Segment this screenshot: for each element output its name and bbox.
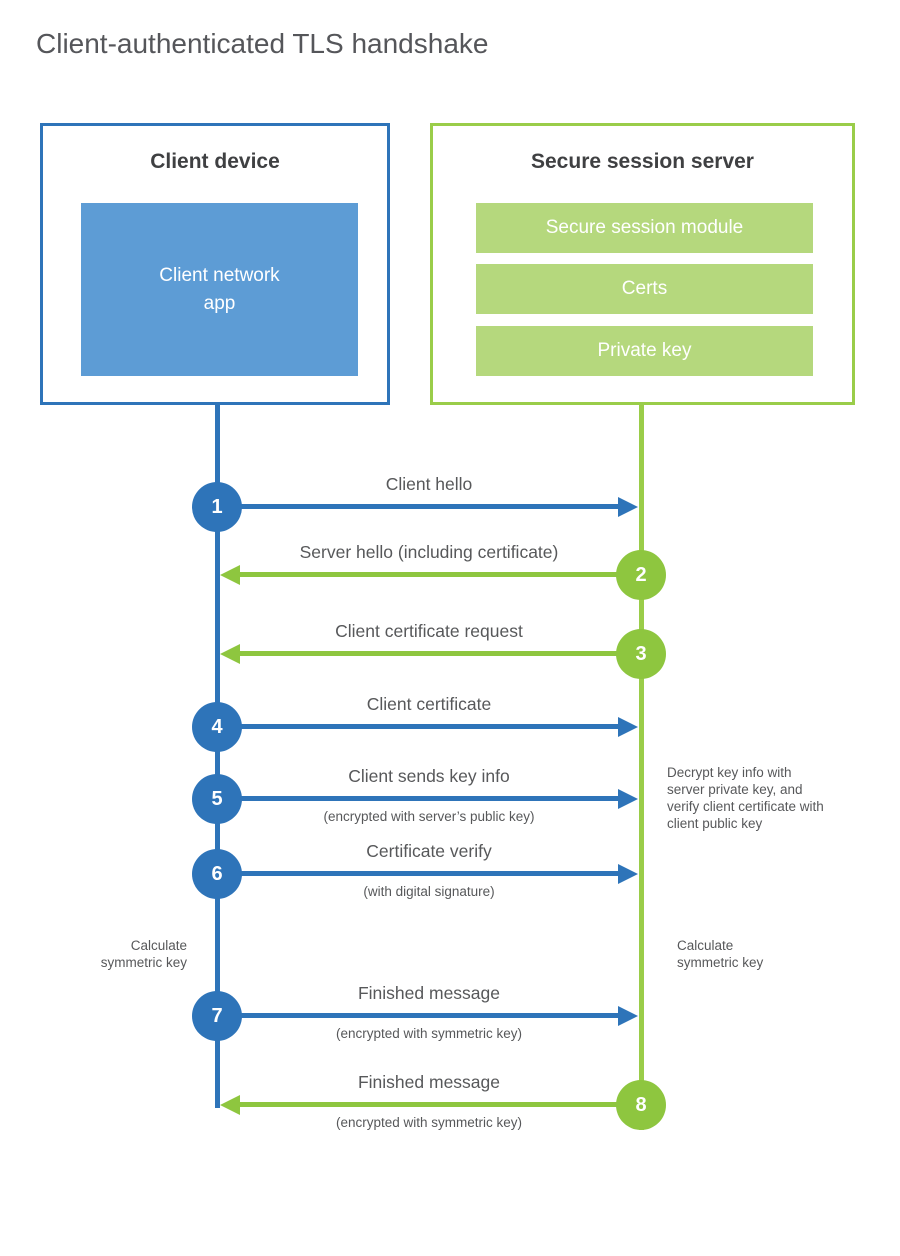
step-number-badge: 5 [192,774,242,824]
server-private-key-label: Private key [597,340,692,361]
step-number-badge: 3 [616,629,666,679]
arrow-shaft [240,1102,641,1107]
client-box-title: Client device [150,150,280,173]
server-module-bar: Secure session module [476,203,813,253]
arrow-head-icon [618,789,638,809]
server-module-label: Secure session module [545,217,744,238]
step-label: Finished message [357,1072,501,1092]
arrow-head-icon [618,497,638,517]
step-sublabel: (with digital signature) [363,884,495,899]
step-label: Client hello [385,474,473,494]
decrypt-key-note: Decrypt key info with server private key… [667,765,824,831]
step-label: Server hello (including certificate) [299,542,559,562]
calculate-symmetric-key-note-server: Calculate symmetric key [677,938,764,970]
step-sublabel: (encrypted with symmetric key) [335,1026,523,1041]
arrow-shaft [217,871,618,876]
client-network-app-label: Client network app [159,264,280,314]
step-number-badge: 4 [192,702,242,752]
step-sublabel: (encrypted with server’s public key) [323,809,535,824]
step-sublabel: (encrypted with symmetric key) [335,1115,523,1130]
server-lifeline [639,405,644,1130]
step-label: Client certificate [366,694,492,714]
step-number-badge: 8 [616,1080,666,1130]
step-number-badge: 1 [192,482,242,532]
server-private-key-bar: Private key [476,326,813,376]
client-network-app-rect: Client network app [81,203,358,376]
arrow-head-icon [220,644,240,664]
diagram-title: Client-authenticated TLS handshake [36,28,489,59]
arrow-head-icon [220,1095,240,1115]
arrow-shaft [240,572,641,577]
server-certs-label: Certs [621,278,668,299]
step-label: Client certificate request [335,621,523,641]
arrow-head-icon [618,864,638,884]
step-label: Finished message [357,983,501,1003]
step-label: Client sends key info [348,766,510,786]
arrow-head-icon [618,717,638,737]
step-number-badge: 6 [192,849,242,899]
arrow-head-icon [618,1006,638,1026]
client-device-box: Client device Client network app [40,123,390,405]
arrow-shaft [217,504,618,509]
arrow-head-icon [220,565,240,585]
arrow-shaft [217,724,618,729]
calculate-symmetric-key-note-client: Calculate symmetric key [100,938,187,970]
client-lifeline [215,405,220,1108]
step-number-badge: 7 [192,991,242,1041]
secure-session-server-box: Secure session server Secure session mod… [430,123,855,405]
arrow-shaft [217,1013,618,1018]
step-number-badge: 2 [616,550,666,600]
step-label: Certificate verify [366,841,492,861]
arrow-shaft [217,796,618,801]
server-certs-bar: Certs [476,264,813,314]
server-box-title: Secure session server [531,150,754,173]
arrow-shaft [240,651,641,656]
